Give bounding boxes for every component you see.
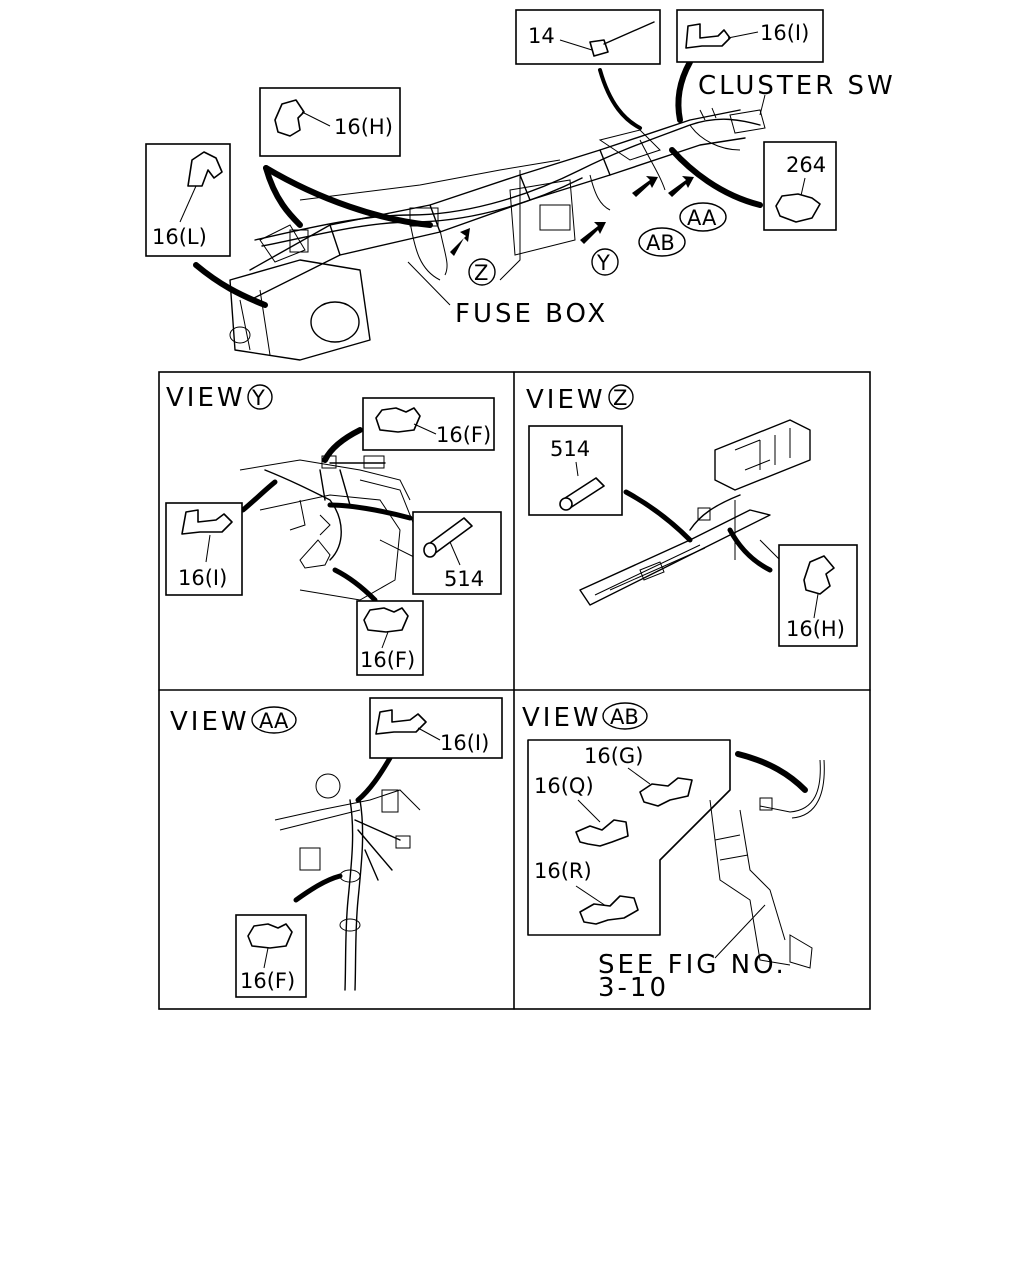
callout-16-h-overview: 16(H)	[259, 87, 401, 157]
view-y-part-16-i: 16(I)	[178, 566, 227, 590]
overview-illustration	[193, 59, 766, 361]
view-y-panel: VIEW Y 16(F) 16(I) 514	[165, 383, 502, 676]
see-fig-label-line2: 3-10	[598, 973, 669, 1003]
svg-text:AB: AB	[646, 231, 675, 255]
part-number-16-i: 16(I)	[760, 21, 809, 45]
view-z-part-16-h: 16(H)	[786, 617, 845, 641]
fuse-box-label: FUSE BOX	[455, 299, 608, 329]
view-aa-part-16-f: 16(F)	[240, 969, 295, 993]
callout-16-l-overview: 16(L)	[145, 143, 231, 257]
callout-14: 14	[515, 9, 661, 65]
views-grid	[158, 371, 871, 1010]
view-ab-part-16-g: 16(G)	[584, 744, 643, 768]
marker-z-overview: Z	[468, 258, 496, 286]
see-fig-label-line1: SEE FIG NO.	[598, 950, 787, 980]
svg-text:AA: AA	[687, 206, 717, 230]
view-aa-marker: AA	[259, 709, 289, 733]
view-y-title: VIEW	[166, 383, 246, 413]
view-ab-part-16-r: 16(R)	[534, 859, 592, 883]
callout-264: 264	[763, 141, 837, 231]
svg-text:Y: Y	[596, 251, 610, 275]
view-aa-part-16-i: 16(I)	[440, 731, 489, 755]
view-ab-part-16-q: 16(Q)	[534, 774, 594, 798]
view-y-part-16-f-top: 16(F)	[436, 423, 491, 447]
view-z-title: VIEW	[526, 385, 606, 415]
view-y-part-16-f-bottom: 16(F)	[360, 648, 415, 672]
svg-text:Z: Z	[474, 261, 488, 285]
view-z-panel: VIEW Z 514 16(H)	[526, 384, 858, 647]
view-z-part-514: 514	[550, 437, 590, 461]
view-z-marker: Z	[613, 386, 627, 410]
part-number-16-h: 16(H)	[334, 115, 393, 139]
view-ab-marker: AB	[610, 705, 639, 729]
view-ab-panel: VIEW AB 16(G) 16(Q) 16(R) SEE FIG NO. 3-…	[522, 702, 825, 1003]
marker-y-overview: Y	[591, 248, 619, 276]
view-y-part-514: 514	[444, 567, 484, 591]
part-number-264: 264	[786, 153, 826, 177]
cluster-switch-label: CLUSTER SW	[698, 71, 896, 101]
callout-16-i-overview: 16(I)	[676, 9, 824, 63]
part-number-16-l: 16(L)	[152, 225, 207, 249]
view-ab-title: VIEW	[522, 703, 602, 733]
part-number-14: 14	[528, 24, 555, 48]
marker-ab-overview: AB	[638, 227, 686, 257]
view-aa-title: VIEW	[170, 707, 250, 737]
marker-aa-overview: AA	[679, 202, 727, 232]
view-y-marker: Y	[251, 386, 265, 410]
view-aa-panel: VIEW AA 16(I) 16(F)	[170, 697, 503, 998]
